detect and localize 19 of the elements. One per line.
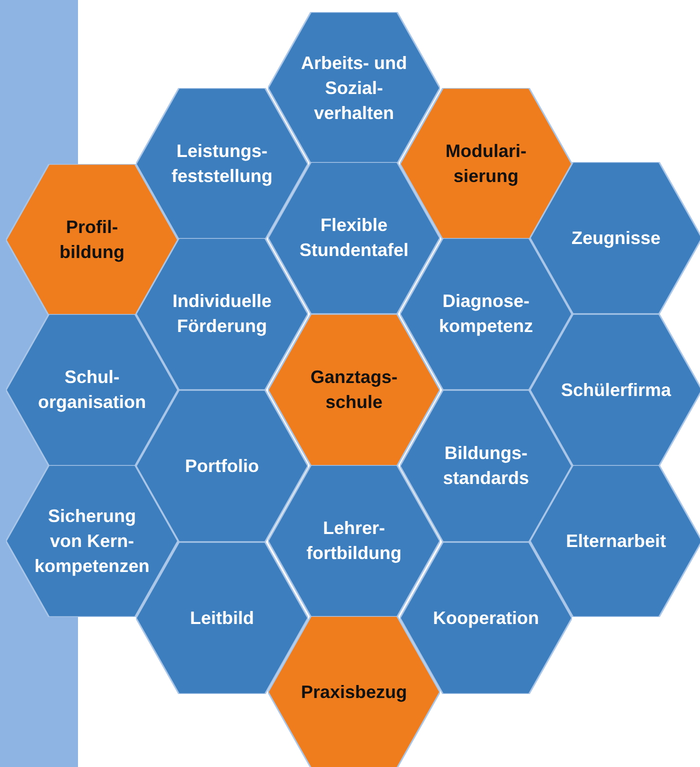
tile-label: Profil- bildung [58, 216, 126, 264]
tile-label: Individuelle Förderung [171, 290, 273, 338]
tile-label: Lehrer- fortbildung [306, 517, 402, 565]
tile-label: Portfolio [185, 454, 259, 478]
tile-label: Modulari- sierung [444, 140, 528, 188]
tile-label: Bildungs- standards [442, 442, 530, 490]
tile-label: Praxisbezug [300, 680, 408, 704]
tile-label: Diagnose- kompetenz [438, 290, 534, 338]
tile-label: Schülerfirma [560, 378, 672, 402]
tile-label: Arbeits- und Sozial- verhalten [300, 52, 408, 124]
tile-label: Schul- organisation [36, 366, 147, 414]
tile-label: Kooperation [433, 606, 539, 630]
tile-label: Zeugnisse [571, 226, 661, 250]
tile-label: Leistungs- feststellung [170, 140, 274, 188]
tile-label: Leitbild [190, 606, 254, 630]
tile-label: Flexible Stundentafel [298, 214, 410, 262]
tile-label: Sicherung von Kern- kompetenzen [33, 504, 151, 578]
tile-label: Elternarbeit [566, 530, 666, 552]
tile-label: Ganztags- schule [309, 366, 398, 414]
